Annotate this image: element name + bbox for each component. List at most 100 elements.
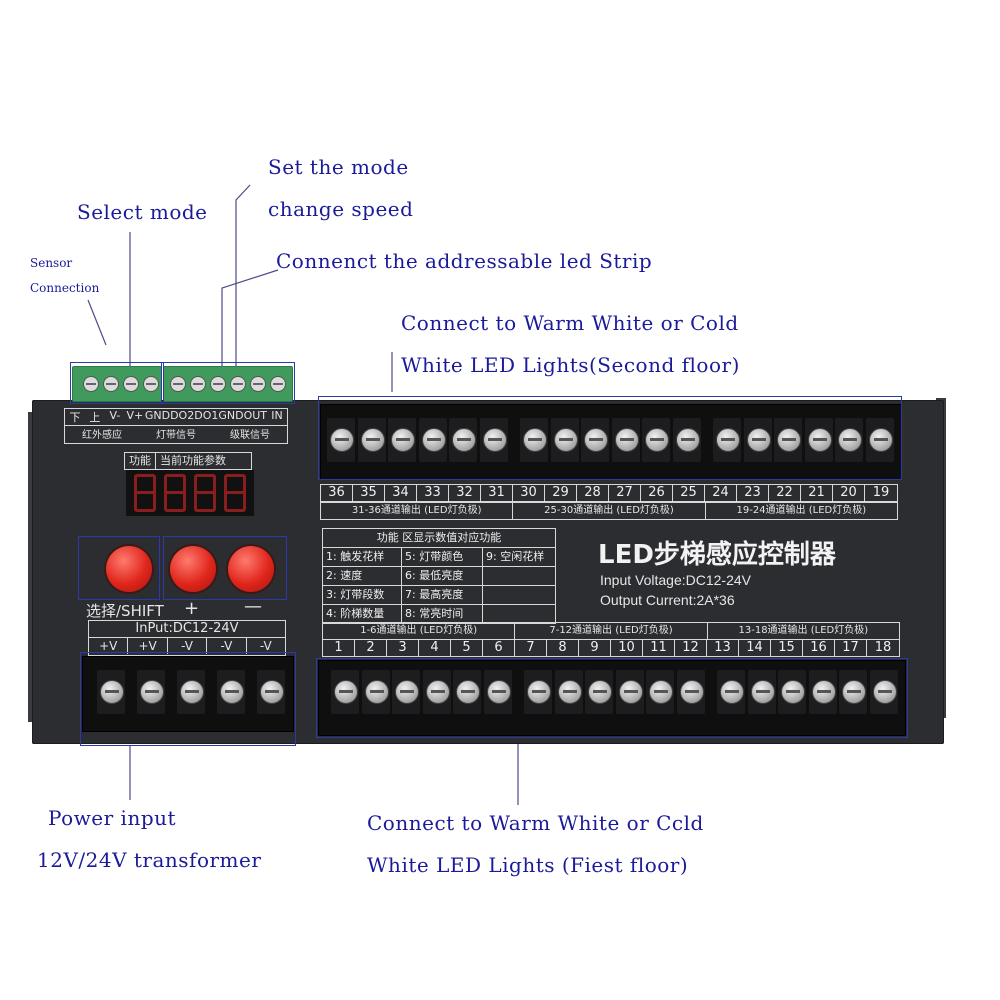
channel-number: 8 (547, 640, 579, 656)
strip-terminal-block[interactable] (163, 366, 293, 402)
channel-number: 28 (577, 485, 609, 501)
channel-number: 27 (609, 485, 641, 501)
upper-group-label-row: 31-36通道输出 (LED灯负极) 25-30通道输出 (LED灯负极) 19… (320, 502, 898, 520)
terminal-screw-icon[interactable] (100, 680, 124, 704)
function-cell: 8: 常亮时间 (402, 605, 483, 623)
lower-group-label: 1-6通道输出 (LED灯负极) (323, 623, 516, 639)
terminal-screw-icon[interactable] (588, 680, 612, 704)
terminal-screw-icon[interactable] (584, 428, 608, 452)
terminal-screw-icon[interactable] (334, 680, 358, 704)
terminal-screw-icon[interactable] (260, 680, 284, 704)
function-cell (483, 567, 555, 585)
channel-number: 22 (769, 485, 801, 501)
terminal-screw-icon[interactable] (746, 428, 771, 452)
terminal-screw-icon[interactable] (360, 428, 385, 452)
terminal-screw-icon[interactable] (330, 428, 354, 452)
terminal-screw-icon[interactable] (140, 680, 164, 704)
channel-number: 29 (545, 485, 577, 501)
channel-number: 24 (705, 485, 737, 501)
channel-number: 25 (673, 485, 705, 501)
second-floor-label-line1: Connect to Warm White or Cold (401, 311, 739, 335)
upper-group-label: 31-36通道输出 (LED灯负极) (321, 503, 514, 519)
segment-digit (194, 474, 216, 512)
terminal-screw-icon[interactable] (523, 428, 547, 452)
lower-terminal-outline (316, 658, 908, 738)
channel-number: 32 (449, 485, 481, 501)
terminal-screw-icon[interactable] (838, 428, 862, 452)
terminal-screw-icon[interactable] (553, 428, 578, 452)
terminal-screw-icon[interactable] (750, 680, 775, 704)
channel-number: 35 (353, 485, 385, 501)
channel-number: 13 (707, 640, 739, 656)
channel-number: 14 (739, 640, 771, 656)
channel-number: 9 (579, 640, 611, 656)
display-label-row: 功能 当前功能参数 (124, 452, 252, 470)
terminal-screw-icon[interactable] (364, 680, 389, 704)
upper-terminal-outline (318, 396, 902, 480)
function-cell: 5: 灯带颜色 (402, 548, 483, 566)
channel-number: 18 (874, 640, 892, 655)
minus-button[interactable] (228, 546, 274, 592)
terminal-screw-icon[interactable] (777, 428, 801, 452)
terminal-screw-icon[interactable] (649, 680, 673, 704)
terminal-screw-icon[interactable] (807, 428, 832, 452)
set-mode-label-line1: Set the mode (268, 155, 409, 179)
channel-number: 31 (481, 485, 513, 501)
terminal-screw-icon[interactable] (720, 680, 744, 704)
terminal-screw-icon[interactable] (614, 428, 639, 452)
channel-number: 20 (833, 485, 865, 501)
segment-digit (224, 474, 246, 512)
terminal-screw-icon[interactable] (811, 680, 836, 704)
terminal-screw-icon[interactable] (679, 680, 704, 704)
terminal-screw-icon[interactable] (421, 428, 446, 452)
channel-number: 2 (355, 640, 387, 656)
terminal-screw-icon (230, 376, 246, 392)
set-mode-label-line2: change speed (268, 197, 414, 221)
select-mode-label: Select mode (77, 200, 208, 224)
channel-number: 33 (417, 485, 449, 501)
terminal-screw-icon[interactable] (486, 680, 511, 704)
terminal-screw-icon[interactable] (395, 680, 419, 704)
channel-number: 11 (643, 640, 675, 656)
segment-digit (134, 474, 156, 512)
pin-label: 下 (69, 411, 81, 424)
terminal-screw-icon[interactable] (618, 680, 643, 704)
terminal-screw-icon[interactable] (456, 680, 480, 704)
power-pin-label: +V (89, 638, 129, 654)
terminal-screw-icon[interactable] (842, 680, 866, 704)
channel-number: 16 (803, 640, 835, 656)
function-cell: 3: 灯带段数 (323, 586, 402, 604)
power-pin-label: +V (128, 638, 168, 654)
terminal-screw-icon (270, 376, 286, 392)
sensor-terminal-outline (70, 362, 164, 404)
output-current-text: Output Current:2A*36 (600, 592, 735, 608)
power-terminal-outline (80, 652, 296, 746)
terminal-screw-icon[interactable] (482, 428, 507, 452)
channel-number: 6 (483, 640, 515, 656)
first-floor-label-line2: White LED Lights (Fiest floor) (367, 853, 689, 877)
function-cell: 6: 最低亮度 (402, 567, 483, 585)
terminal-screw-icon[interactable] (452, 428, 476, 452)
terminal-screw-icon[interactable] (781, 680, 805, 704)
terminal-screw-icon[interactable] (527, 680, 551, 704)
terminal-screw-icon[interactable] (645, 428, 669, 452)
terminal-screw-icon[interactable] (872, 680, 897, 704)
terminal-screw-icon[interactable] (868, 428, 893, 452)
terminal-screw-icon[interactable] (557, 680, 582, 704)
plus-button[interactable] (170, 546, 216, 592)
terminal-screw-icon[interactable] (220, 680, 244, 704)
terminal-screw-icon[interactable] (675, 428, 700, 452)
select-shift-button[interactable] (106, 546, 152, 592)
select-button-outline (78, 536, 160, 600)
sensor-terminal-block[interactable] (72, 366, 162, 402)
seven-segment-display (126, 470, 254, 516)
function-cell (483, 586, 555, 604)
terminal-screw-icon[interactable] (716, 428, 740, 452)
lower-group-label: 7-12通道输出 (LED灯负极) (515, 623, 708, 639)
channel-number: 36 (321, 485, 353, 501)
terminal-screw-icon[interactable] (425, 680, 450, 704)
terminal-screw-icon[interactable] (180, 680, 204, 704)
terminal-screw-icon[interactable] (391, 428, 415, 452)
controller-title: LED步梯感应控制器 (598, 540, 836, 570)
